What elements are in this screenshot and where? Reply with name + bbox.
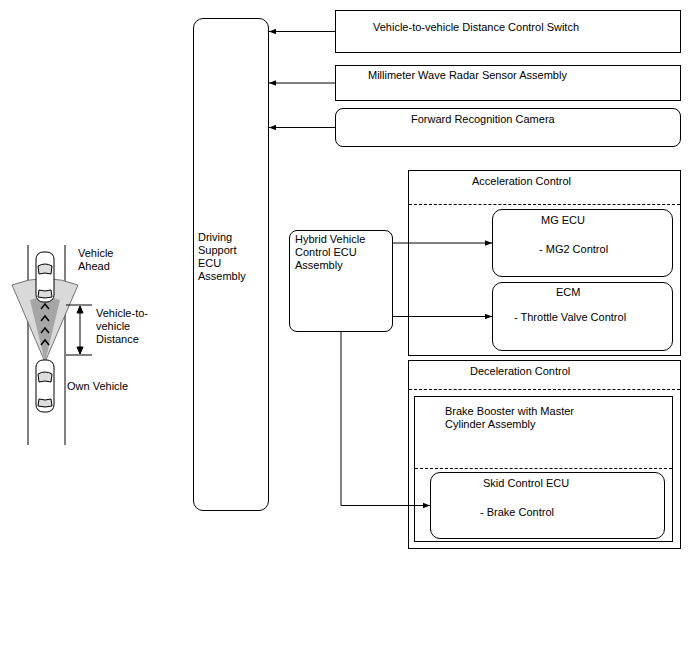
distance-label: Vehicle-to-vehicle Distance — [96, 307, 158, 346]
switch-box: Vehicle-to-vehicle Distance Control Swit… — [335, 10, 681, 53]
node-title: Deceleration Control — [470, 365, 670, 378]
radar-field — [12, 279, 78, 363]
node-title: ECM — [556, 286, 666, 299]
node-detail: - Brake Control — [480, 506, 630, 519]
ecu-box: Skid Control ECU - Brake Control — [430, 472, 665, 539]
component-box: Brake Booster with Master Cylinder Assem… — [414, 396, 673, 542]
node-title: Driving Support ECU Assembly — [198, 231, 260, 283]
node-title: Acceleration Control — [472, 175, 672, 188]
vehicle-ahead-car — [36, 252, 54, 302]
node-title: MG ECU — [541, 214, 666, 227]
sensor-box: Millimeter Wave Radar Sensor Assembly — [335, 65, 681, 101]
node-title: Skid Control ECU — [483, 477, 633, 490]
detection-chevrons — [41, 304, 49, 345]
signal-arrow — [269, 31, 335, 32]
radar-beam — [30, 297, 60, 362]
vehicle-label: Own Vehicle — [67, 380, 147, 393]
dashed-divider — [409, 389, 680, 390]
node-detail: - Throttle Valve Control — [514, 311, 669, 324]
signal-arrow — [269, 83, 335, 84]
camera-box: Forward Recognition Camera — [335, 108, 681, 147]
distance-bracket — [66, 305, 92, 355]
signal-arrow — [341, 332, 430, 506]
control-group: Acceleration Control MG ECU - MG2 ControlE… — [408, 170, 681, 356]
node-title: Brake Booster with Master Cylinder Assem… — [445, 405, 595, 431]
node-title: Vehicle-to-vehicle Distance Control Swit… — [373, 21, 673, 34]
node-title: Hybrid Vehicle Control ECU Assembly — [295, 233, 387, 272]
ecu-box: ECM - Throttle Valve Control — [492, 282, 673, 351]
node-title: Millimeter Wave Radar Sensor Assembly — [368, 69, 668, 82]
ecu-box: Hybrid Vehicle Control ECU Assembly — [289, 230, 393, 332]
ecu-box: Driving Support ECU Assembly — [193, 18, 269, 511]
dashed-divider — [409, 204, 680, 205]
ecu-box: MG ECU - MG2 Control — [492, 209, 673, 277]
dashed-divider — [415, 468, 672, 469]
node-detail: - MG2 Control — [539, 243, 664, 256]
vehicle-label: Vehicle Ahead — [78, 247, 123, 273]
road — [28, 245, 65, 445]
own-vehicle-car — [36, 360, 54, 412]
control-group: Deceleration ControlBrake Booster with M… — [408, 360, 681, 549]
node-title: Forward Recognition Camera — [411, 113, 671, 126]
signal-arrow — [269, 127, 335, 128]
